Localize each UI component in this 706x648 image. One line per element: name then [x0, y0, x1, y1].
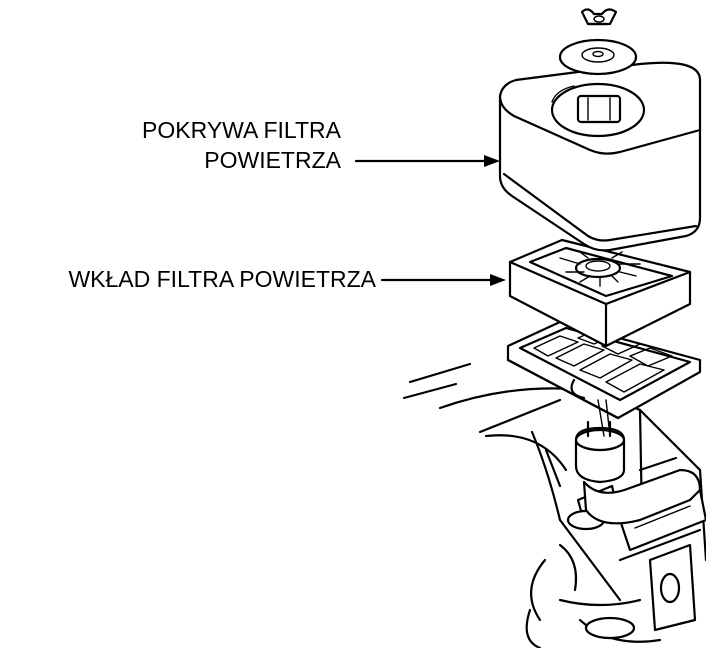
- leader-cover: [354, 155, 500, 167]
- engine-body: [402, 362, 706, 648]
- wing-nut: [580, 8, 618, 26]
- filter-element: [508, 238, 692, 348]
- leader-element: [380, 274, 506, 286]
- air-cleaner-cover-label-line1: POKRYWA FILTRA: [142, 117, 341, 143]
- filter-base-plate: [506, 320, 702, 437]
- air-cleaner-cover: [498, 61, 702, 252]
- washer-gasket: [558, 38, 638, 76]
- air-cleaner-cover-label-line2: POWIETRZA: [204, 147, 341, 173]
- filter-element-label: WKŁAD FILTRA POWIETRZA: [68, 266, 376, 292]
